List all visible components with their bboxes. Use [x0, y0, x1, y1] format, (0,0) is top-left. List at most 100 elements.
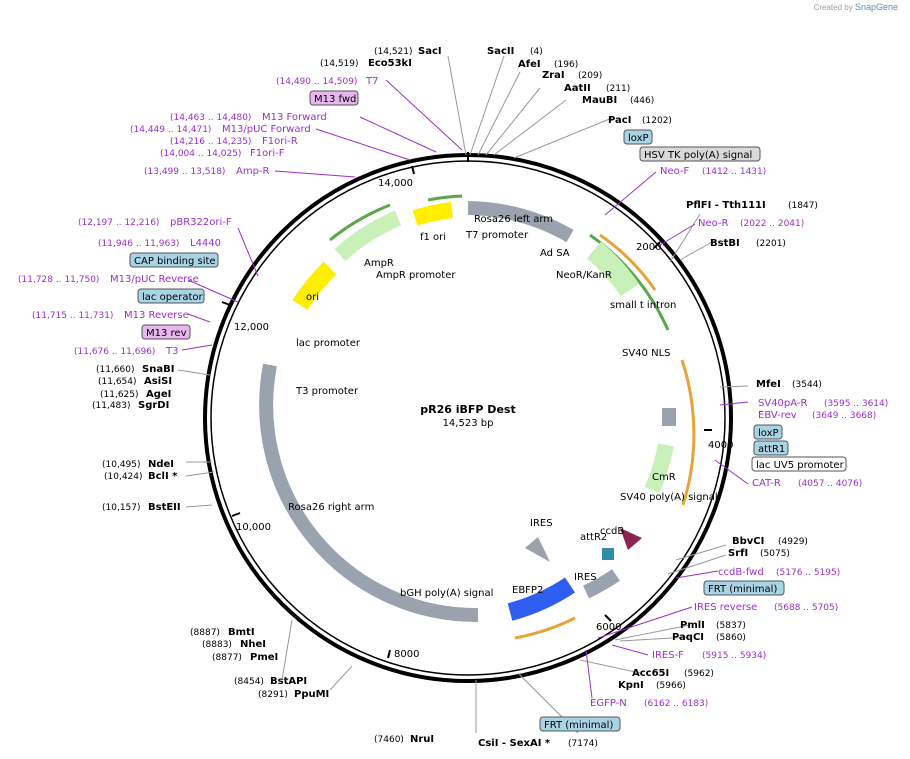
site-pos-bcli: (10,424): [104, 472, 143, 482]
feature-label-attr2: attR2: [580, 532, 607, 543]
site-saci: SacI: [418, 46, 442, 57]
site-bsteii: BstEII: [148, 502, 181, 513]
site-pos-kpni: (5966): [656, 681, 686, 691]
site-bmti: BmtI: [228, 627, 255, 638]
primer-pos-ires-f: (5915 .. 5934): [702, 651, 766, 661]
primer-pos-m13-puc-reverse: (11,728 .. 11,750): [18, 275, 99, 285]
site-ndei: NdeI: [148, 459, 174, 470]
primer-pos-f1ori-r: (14,216 .. 14,235): [170, 137, 251, 147]
tick-2000: 2000: [636, 242, 661, 253]
feature-label-ampr-promoter: AmpR promoter: [376, 270, 456, 281]
site-pos-pflfi-tth111i: (1847): [788, 201, 818, 211]
site-pos-nrui: (7460): [374, 735, 404, 745]
box-lac-uv5-bg: [751, 456, 847, 472]
primer-egfp-n: EGFP-N: [590, 698, 627, 709]
rosa26-left-arm-arc: [467, 201, 574, 243]
site-pos-paci: (1202): [642, 116, 672, 126]
site-pos-saci: (14,521): [374, 47, 413, 57]
site-maubi: MauBI: [582, 95, 617, 106]
box-cap-binding-bg: [129, 252, 219, 268]
site-srfi: SrfI: [728, 548, 748, 559]
box-m13-fwd: M13 fwd: [314, 94, 356, 105]
feature-label-small-t-intron: small t intron: [610, 300, 676, 311]
site-asisi: AsiSI: [144, 376, 172, 387]
site-pos-agei: (11,625): [100, 390, 139, 400]
ires-small-block: [525, 537, 550, 562]
site-pos-csii-sexai: (7174): [568, 739, 598, 749]
site-paci: PacI: [608, 115, 631, 126]
primer-neo-r: Neo-R: [698, 218, 729, 229]
site-snabi: SnaBI: [142, 364, 174, 375]
cmr-arrow: [644, 443, 674, 494]
box-attr1: attR1: [758, 444, 785, 455]
site-zrai: ZraI: [542, 70, 565, 81]
rosa26-right-arm-arc: [259, 363, 479, 623]
attr2-block: [602, 548, 614, 560]
primer-f1ori-f: F1ori-F: [250, 148, 285, 159]
site-bcli: BclI *: [148, 471, 178, 482]
primer-cat-r: CAT-R: [752, 478, 781, 489]
box-loxp-right: loxP: [758, 428, 779, 439]
snapgene-brand: SnapGene: [854, 2, 898, 12]
f1-ori-arrow: [412, 202, 454, 226]
site-pos-pmei: (8877): [212, 653, 242, 663]
primer-pbr322ori-f: pBR322ori-F: [170, 217, 232, 228]
primer-leaders: [181, 79, 749, 699]
feature-label-rosa26-left: Rosa26 left arm: [474, 214, 553, 225]
primer-pos-ccdb-fwd: (5176 .. 5195): [776, 568, 840, 578]
site-bbvci: BbvCI: [732, 536, 764, 547]
box-m13-fwd-bg: [309, 90, 359, 106]
primer-t7: T7: [365, 76, 378, 87]
site-pos-acc65i: (5962): [684, 669, 714, 679]
primer-l4440: L4440: [190, 238, 221, 249]
box-frt-minimal-bottom: FRT (minimal): [544, 720, 613, 731]
primer-pos-t3: (11,676 .. 11,696): [74, 347, 155, 357]
snapgene-credit: Created by SnapGene: [813, 2, 898, 12]
box-m13-rev: M13 rev: [146, 328, 187, 339]
feature-label-sv40-nls: SV40 NLS: [622, 348, 671, 359]
primer-pos-egfp-n: (6162 .. 6183): [644, 699, 708, 709]
site-pos-asisi: (11,654): [98, 377, 137, 387]
feature-label-cmr: CmR: [652, 472, 676, 483]
site-sgrdi: SgrDI: [138, 400, 169, 411]
tick-4000: 4000: [708, 440, 733, 451]
feature-label-sv40-polya: SV40 poly(A) signal: [620, 492, 718, 503]
site-pmei: PmeI: [250, 652, 278, 663]
primer-ires-reverse: IRES reverse: [694, 602, 757, 613]
tick-14000: 14,000: [378, 178, 413, 189]
site-kpni: KpnI: [618, 680, 644, 691]
site-csii-sexai: CsiI - SexAI *: [478, 738, 551, 749]
box-m13-rev-bg: [141, 324, 191, 340]
box-loxp-top: loxP: [628, 133, 649, 144]
neo-orange-arc: [599, 233, 657, 291]
site-pos-ppumi: (8291): [258, 690, 288, 700]
feature-label-ires-a: IRES: [530, 518, 553, 529]
primer-m13-puc-reverse: M13/pUC Reverse: [110, 274, 199, 285]
box-lac-operator-bg: [137, 288, 205, 304]
primer-pos-neo-r: (2022 .. 2041): [740, 219, 804, 229]
ampr-arrow: [334, 210, 402, 262]
site-pos-srfi: (5075): [760, 549, 790, 559]
site-pos-bbvci: (4929): [778, 537, 808, 547]
primer-t3: T3: [165, 346, 178, 357]
feature-label-ad-sa: Ad SA: [540, 248, 570, 259]
ccdb-arrow: [620, 528, 642, 550]
box-lac-operator: lac operator: [142, 292, 203, 303]
primer-pos-m13-puc-forward: (14,449 .. 14,471): [130, 125, 211, 135]
tick-12000: 12,000: [234, 322, 269, 333]
primer-pos-ires-reverse: (5688 .. 5705): [774, 603, 838, 613]
site-pflfi-tth111i: PflFI - Tth111I: [686, 200, 766, 211]
green-arc-f1: [427, 194, 463, 202]
site-bstbi: BstBI: [710, 238, 740, 249]
primer-ires-f: IRES-F: [652, 650, 684, 661]
feature-label-bgh-polya: bGH poly(A) signal: [400, 588, 493, 599]
tick-10000: 10,000: [236, 522, 271, 533]
primer-pos-m13-forward: (14,463 .. 14,480): [170, 113, 251, 123]
tick-8000: 8000: [394, 649, 419, 660]
box-frt-minimal-right-bg: [703, 580, 785, 596]
site-acc65i: Acc65I: [632, 668, 669, 679]
primer-pos-pbr322ori-f: (12,197 .. 12,216): [78, 218, 159, 228]
plasmid-size: 14,523 bp: [443, 418, 494, 429]
site-aatii: AatII: [564, 83, 591, 94]
